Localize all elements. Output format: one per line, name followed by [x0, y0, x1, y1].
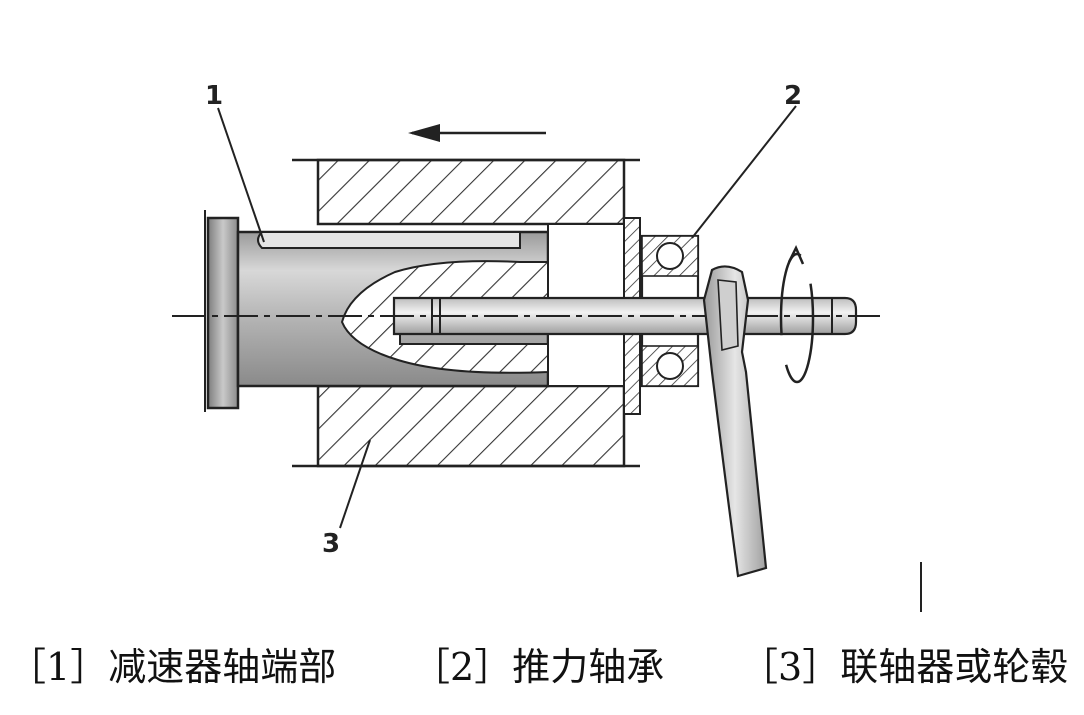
bearing-ball-bottom — [656, 352, 684, 380]
leader-3 — [339, 439, 371, 529]
bearing-ball-top — [656, 242, 684, 270]
shaft-key — [257, 231, 521, 249]
legend-number: 2 — [450, 645, 475, 689]
leader-2 — [691, 105, 797, 239]
rotation-arrow-icon — [779, 245, 815, 384]
threaded-bore-section — [340, 260, 549, 374]
shaft-flange — [206, 216, 240, 410]
legend-bracket-close: ］ — [474, 645, 513, 689]
legend-number: 3 — [778, 645, 803, 689]
callout-1: 1 — [205, 81, 223, 111]
callout-2: 2 — [784, 81, 802, 111]
legend-number: 1 — [46, 645, 71, 689]
legend-bracket-open: ［ — [740, 645, 779, 689]
legend-text: 减速器轴端部 — [108, 645, 337, 689]
wrench — [702, 265, 768, 578]
leader-1 — [217, 107, 265, 243]
legend-text: 联轴器或轮毂 — [840, 645, 1069, 689]
legend-item-1: ［1］减速器轴端部 — [8, 636, 336, 691]
legend-text: 推力轴承 — [512, 645, 665, 689]
legend-bracket-close: ］ — [802, 645, 841, 689]
hub-top-section — [316, 158, 626, 226]
legend-bracket-open: ［ — [412, 645, 451, 689]
direction-arrow-icon — [408, 124, 546, 142]
legend-item-2: ［2］推力轴承 — [412, 636, 664, 691]
hub-bottom-section — [316, 384, 626, 468]
legend-bracket-close: ］ — [70, 645, 109, 689]
legend: ［1］减速器轴端部 ［2］推力轴承 ［3］联轴器或轮毂 — [0, 636, 1084, 706]
callout-3: 3 — [322, 529, 340, 559]
legend-bracket-open: ［ — [8, 645, 47, 689]
legend-item-3: ［3］联轴器或轮毂 — [740, 636, 1068, 691]
